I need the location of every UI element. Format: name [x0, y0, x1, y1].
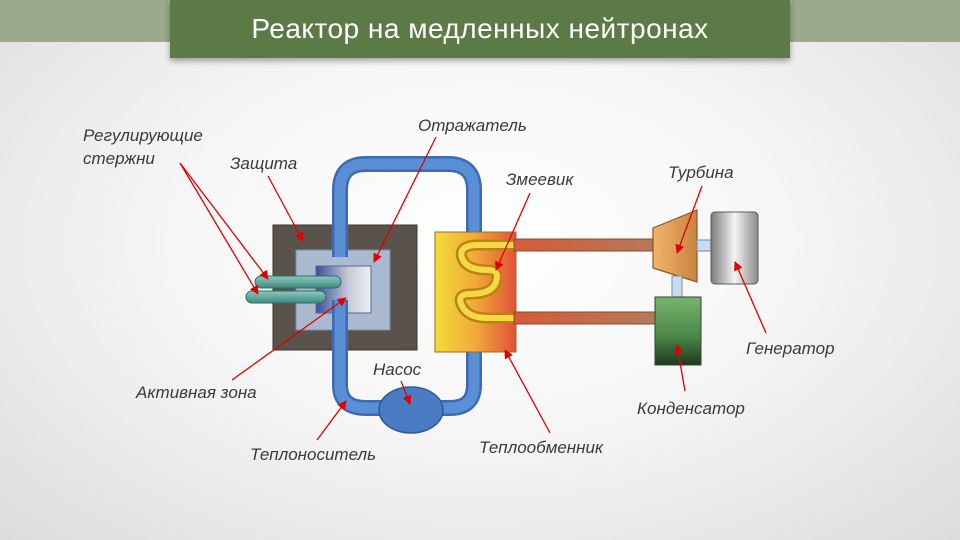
slide-title: Реактор на медленных нейтронах [251, 13, 709, 44]
generator [710, 211, 759, 285]
arrow-pump [400, 380, 412, 405]
arrow-rods-lower [179, 162, 259, 295]
label-core: Активная зона [135, 383, 257, 402]
label-control-rods-1: Регулирующие [83, 126, 203, 145]
label-shielding: Защита [230, 154, 297, 173]
pointer-arrows [179, 136, 767, 441]
label-turbine: Турбина [668, 163, 734, 182]
control-rod-upper [254, 275, 342, 289]
arrow-heat-exchanger [504, 349, 551, 434]
label-control-rods-2: стержни [83, 149, 155, 168]
label-condenser: Конденсатор [637, 399, 745, 418]
arrow-core [231, 297, 347, 381]
arrow-shielding [267, 175, 304, 242]
label-pump: Насос [373, 360, 422, 379]
title-bar: Реактор на медленных нейтронах [170, 0, 790, 58]
arrow-generator [734, 261, 767, 334]
label-coolant: Теплоноситель [250, 445, 376, 464]
arrow-rods-upper [179, 162, 269, 280]
steam-pipe-lower [513, 311, 657, 325]
label-generator: Генератор [746, 339, 835, 358]
arrow-turbine [675, 185, 703, 254]
arrow-coil [495, 192, 531, 271]
arrow-coolant [316, 400, 347, 441]
arrow-reflector [373, 136, 437, 263]
turbine [652, 209, 698, 283]
coil-inner [457, 242, 519, 321]
label-coil: Змеевик [506, 170, 574, 189]
turbine-condenser-link [671, 275, 683, 299]
control-rod-lower [245, 290, 327, 304]
arrow-condenser [673, 344, 686, 392]
condenser [654, 296, 702, 366]
pump [378, 386, 444, 434]
label-reflector: Отражатель [418, 116, 527, 135]
steam-pipe-upper [513, 238, 657, 252]
label-heat-exchanger: Теплообменник [479, 438, 604, 457]
